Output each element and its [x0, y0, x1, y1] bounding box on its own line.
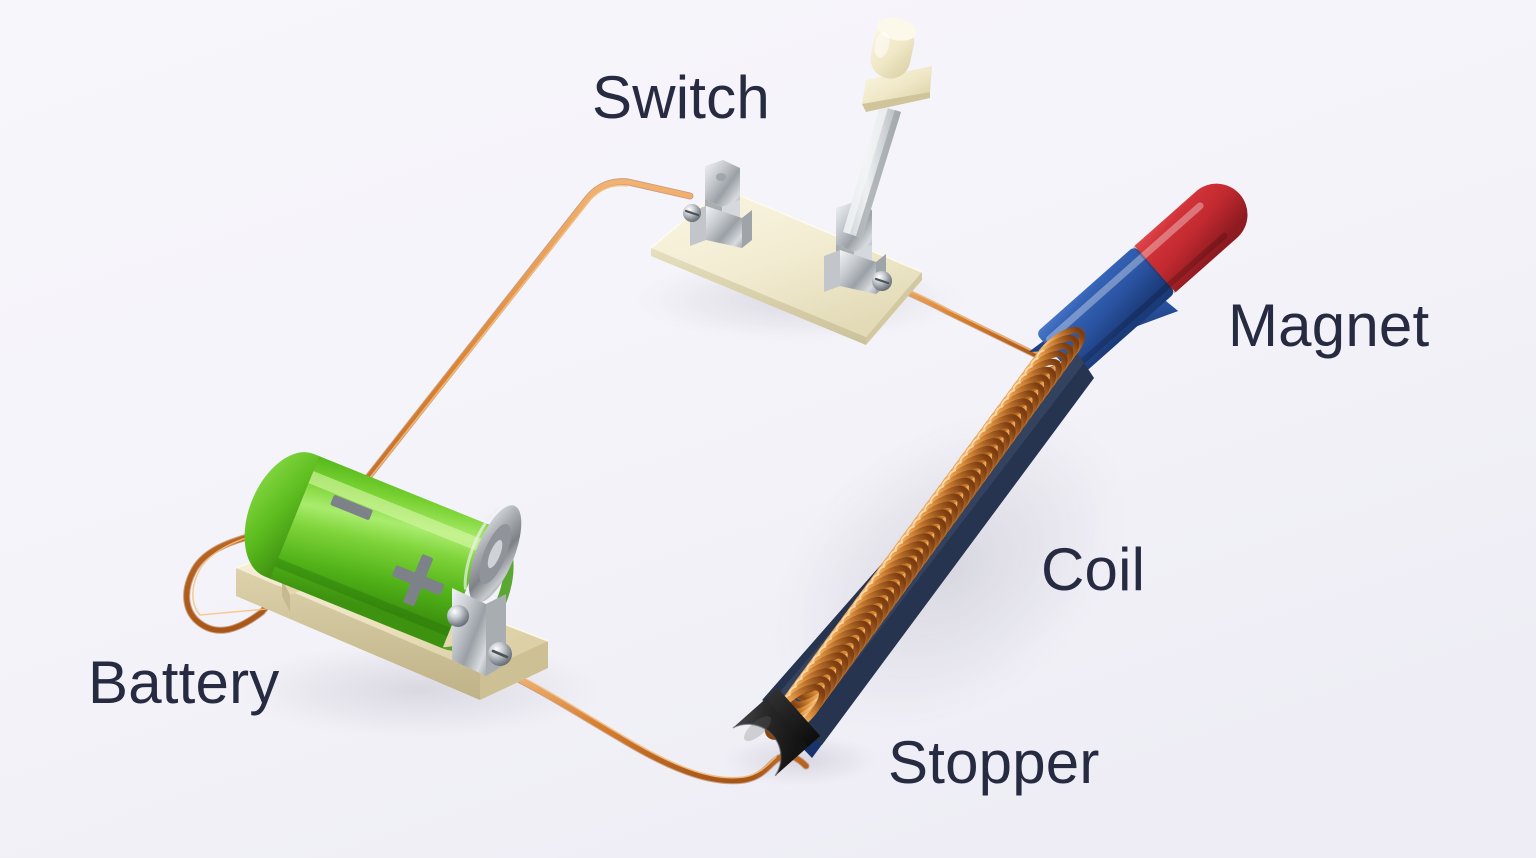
switch-lever[interactable]	[843, 106, 901, 238]
label-stopper: Stopper	[888, 729, 1100, 796]
label-magnet: Magnet	[1228, 292, 1430, 359]
label-switch: Switch	[592, 64, 770, 131]
battery-contact-bracket	[447, 588, 512, 676]
coil	[762, 327, 1094, 745]
battery-positive-cap	[463, 505, 522, 603]
battery-plus-symbol	[392, 554, 444, 607]
switch-knob[interactable]	[862, 14, 932, 112]
battery	[235, 452, 549, 700]
wire-battery-to-stopper	[508, 672, 810, 785]
stopper	[732, 688, 821, 777]
switch-left-terminal	[683, 160, 752, 248]
switch[interactable]	[650, 14, 932, 345]
wire-battery-to-switch	[183, 178, 694, 634]
label-coil: Coil	[1041, 536, 1146, 603]
battery-minus-symbol	[330, 495, 373, 520]
label-battery: Battery	[88, 649, 280, 716]
